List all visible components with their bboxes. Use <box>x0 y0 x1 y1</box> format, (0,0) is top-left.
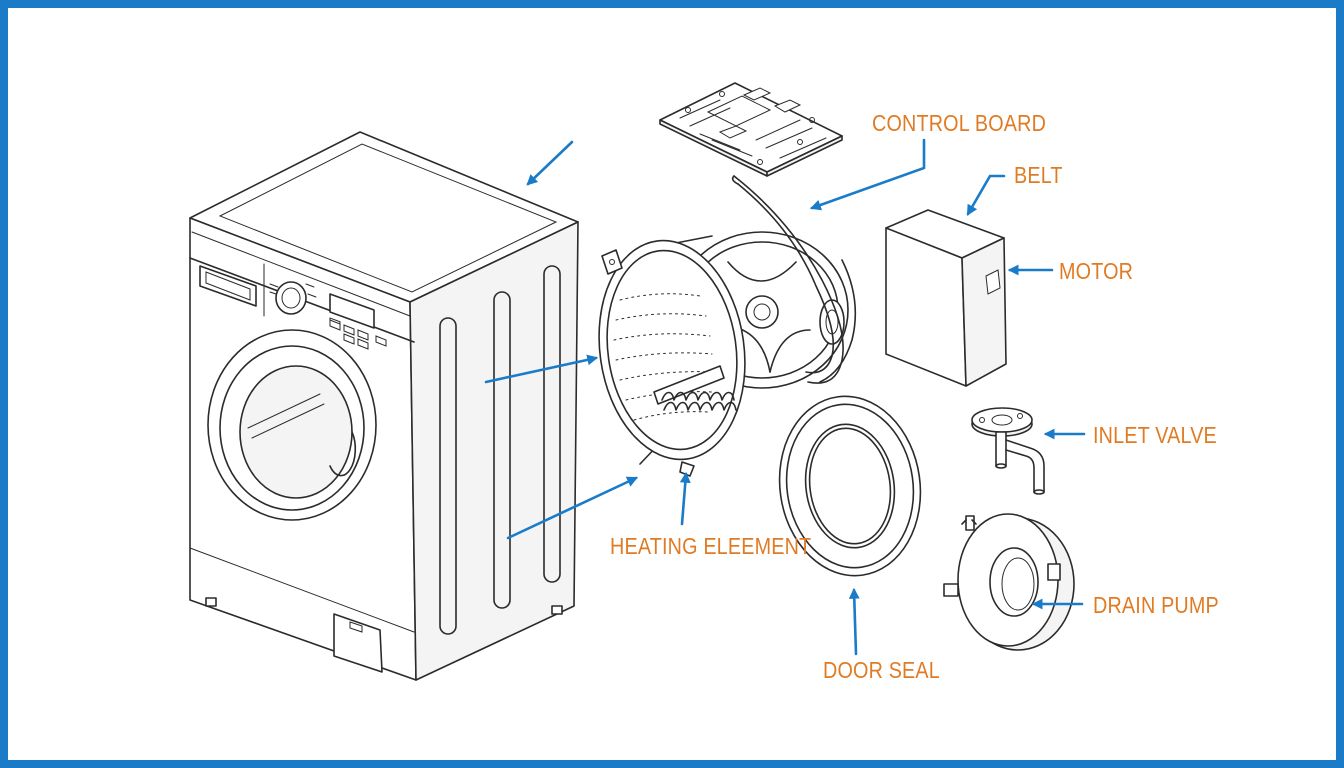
label-drain-pump: DRAIN PUMP <box>1093 592 1219 618</box>
belt-part <box>731 175 857 384</box>
control-board-part <box>659 82 843 177</box>
arrow-top-panel <box>526 140 574 186</box>
arrow-drum-lower <box>506 476 638 540</box>
arrow-door-seal <box>848 587 860 656</box>
arrow-control-board <box>809 138 926 211</box>
label-heating-element: HEATING ELEEMENT <box>610 533 812 559</box>
inlet-valve-part <box>971 407 1045 495</box>
label-control-board: CONTROL BOARD <box>872 110 1047 136</box>
label-motor: MOTOR <box>1059 258 1134 284</box>
arrow-heating-element <box>679 471 691 526</box>
label-door-seal: DOOR SEAL <box>823 657 940 683</box>
drain-pump-part <box>943 513 1075 651</box>
label-inlet-valve: INLET VALVE <box>1093 422 1217 448</box>
arrows <box>484 138 1086 656</box>
motor-part <box>885 209 1007 387</box>
arrow-drum-upper <box>484 354 599 384</box>
washing-machine <box>189 131 579 681</box>
arrow-belt <box>966 174 1006 216</box>
door-seal-part <box>778 395 922 577</box>
label-belt: BELT <box>1014 162 1063 188</box>
drum-part <box>598 231 849 477</box>
